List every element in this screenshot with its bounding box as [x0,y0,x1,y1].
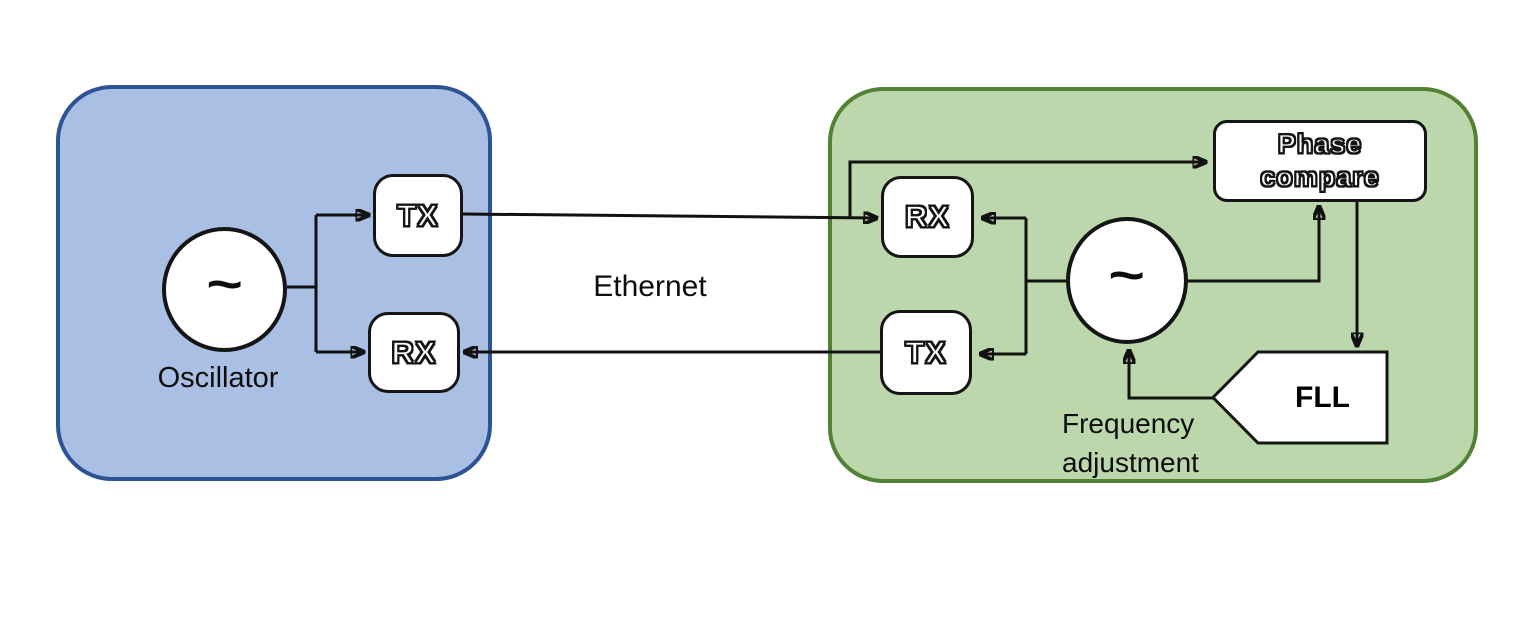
frequency-adjustment-line1: Frequency [1062,408,1195,439]
left-tx-label: TX [396,197,439,234]
left-rx-label: RX [391,334,437,371]
phase-compare-label-line2: compare [1259,161,1380,193]
right-rx-label: RX [904,198,951,235]
phase-compare-node: Phase compare [1213,120,1427,202]
right-rx-node: RX [881,176,974,258]
left-oscillator-node: ~ [162,227,287,352]
right-oscillator-node: ~ [1066,217,1188,344]
phase-compare-label-line1: Phase [1277,128,1363,160]
left-oscillator-label: Oscillator [157,362,279,394]
ethernet-link-label: Ethernet [593,270,707,303]
sine-wave-icon: ~ [1108,246,1146,303]
wire-ethernet-tx-to-rx [462,214,877,218]
right-tx-label: TX [904,334,947,371]
fll-label: FLL [1295,381,1350,414]
right-tx-node: TX [880,310,972,395]
frequency-adjustment-line2: adjustment [1062,447,1199,478]
frequency-adjustment-label: Frequency adjustment [1062,404,1199,482]
sine-wave-icon: ~ [206,255,243,312]
left-tx-node: TX [373,174,463,257]
left-rx-node: RX [368,312,460,393]
